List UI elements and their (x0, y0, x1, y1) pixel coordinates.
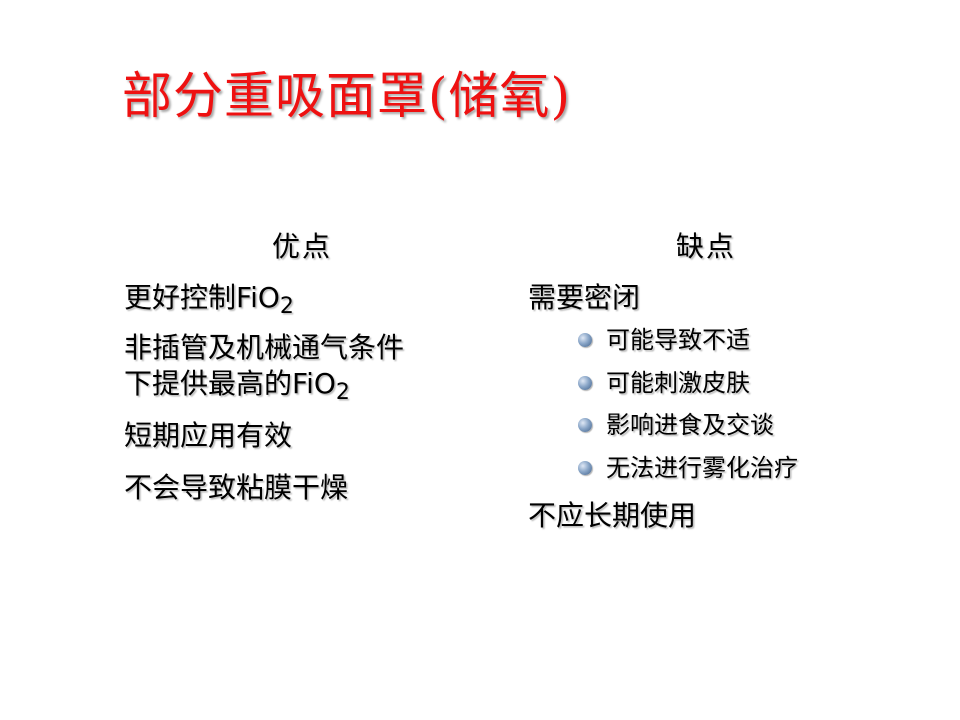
slide-title: 部分重吸面罩(储氧) (122, 67, 572, 125)
advantage-item-2-line2-text: 下提供最高的FiO (124, 367, 336, 400)
advantage-item-1-text: 更好控制FiO (124, 281, 280, 314)
disadvantage-subitem-3: 影响进食及交谈 (578, 410, 774, 440)
disadvantages-header: 缺点 (676, 230, 737, 263)
sphere-bullet-icon (578, 418, 592, 432)
disadvantage-subitem-1: 可能导致不适 (578, 325, 750, 355)
disadvantage-subitem-1-text: 可能导致不适 (606, 326, 750, 354)
advantage-item-4: 不会导致粘膜干燥 (124, 471, 349, 504)
advantage-item-3: 短期应用有效 (124, 419, 293, 452)
advantages-header: 优点 (272, 230, 333, 263)
disadvantage-item-2: 不应长期使用 (528, 499, 697, 532)
sphere-bullet-icon (578, 376, 592, 390)
sphere-bullet-icon (578, 333, 592, 347)
advantage-item-2: 非插管及机械通气条件 下提供最高的FiO2 (124, 330, 404, 405)
disadvantage-subitem-2: 可能刺激皮肤 (578, 368, 750, 398)
disadvantage-subitem-4-text: 无法进行雾化治疗 (606, 454, 798, 482)
advantage-item-2-subscript: 2 (335, 380, 350, 405)
advantage-item-1: 更好控制FiO2 (124, 280, 294, 319)
sphere-bullet-icon (578, 461, 592, 475)
disadvantage-subitem-4: 无法进行雾化治疗 (578, 453, 798, 483)
advantage-item-2-line2: 下提供最高的FiO2 (124, 366, 404, 405)
disadvantage-item-1: 需要密闭 (528, 281, 641, 314)
advantage-item-1-subscript: 2 (279, 294, 294, 319)
disadvantage-subitem-3-text: 影响进食及交谈 (606, 411, 774, 439)
disadvantage-subitem-2-text: 可能刺激皮肤 (606, 369, 750, 397)
advantage-item-2-line1: 非插管及机械通气条件 (124, 331, 405, 364)
